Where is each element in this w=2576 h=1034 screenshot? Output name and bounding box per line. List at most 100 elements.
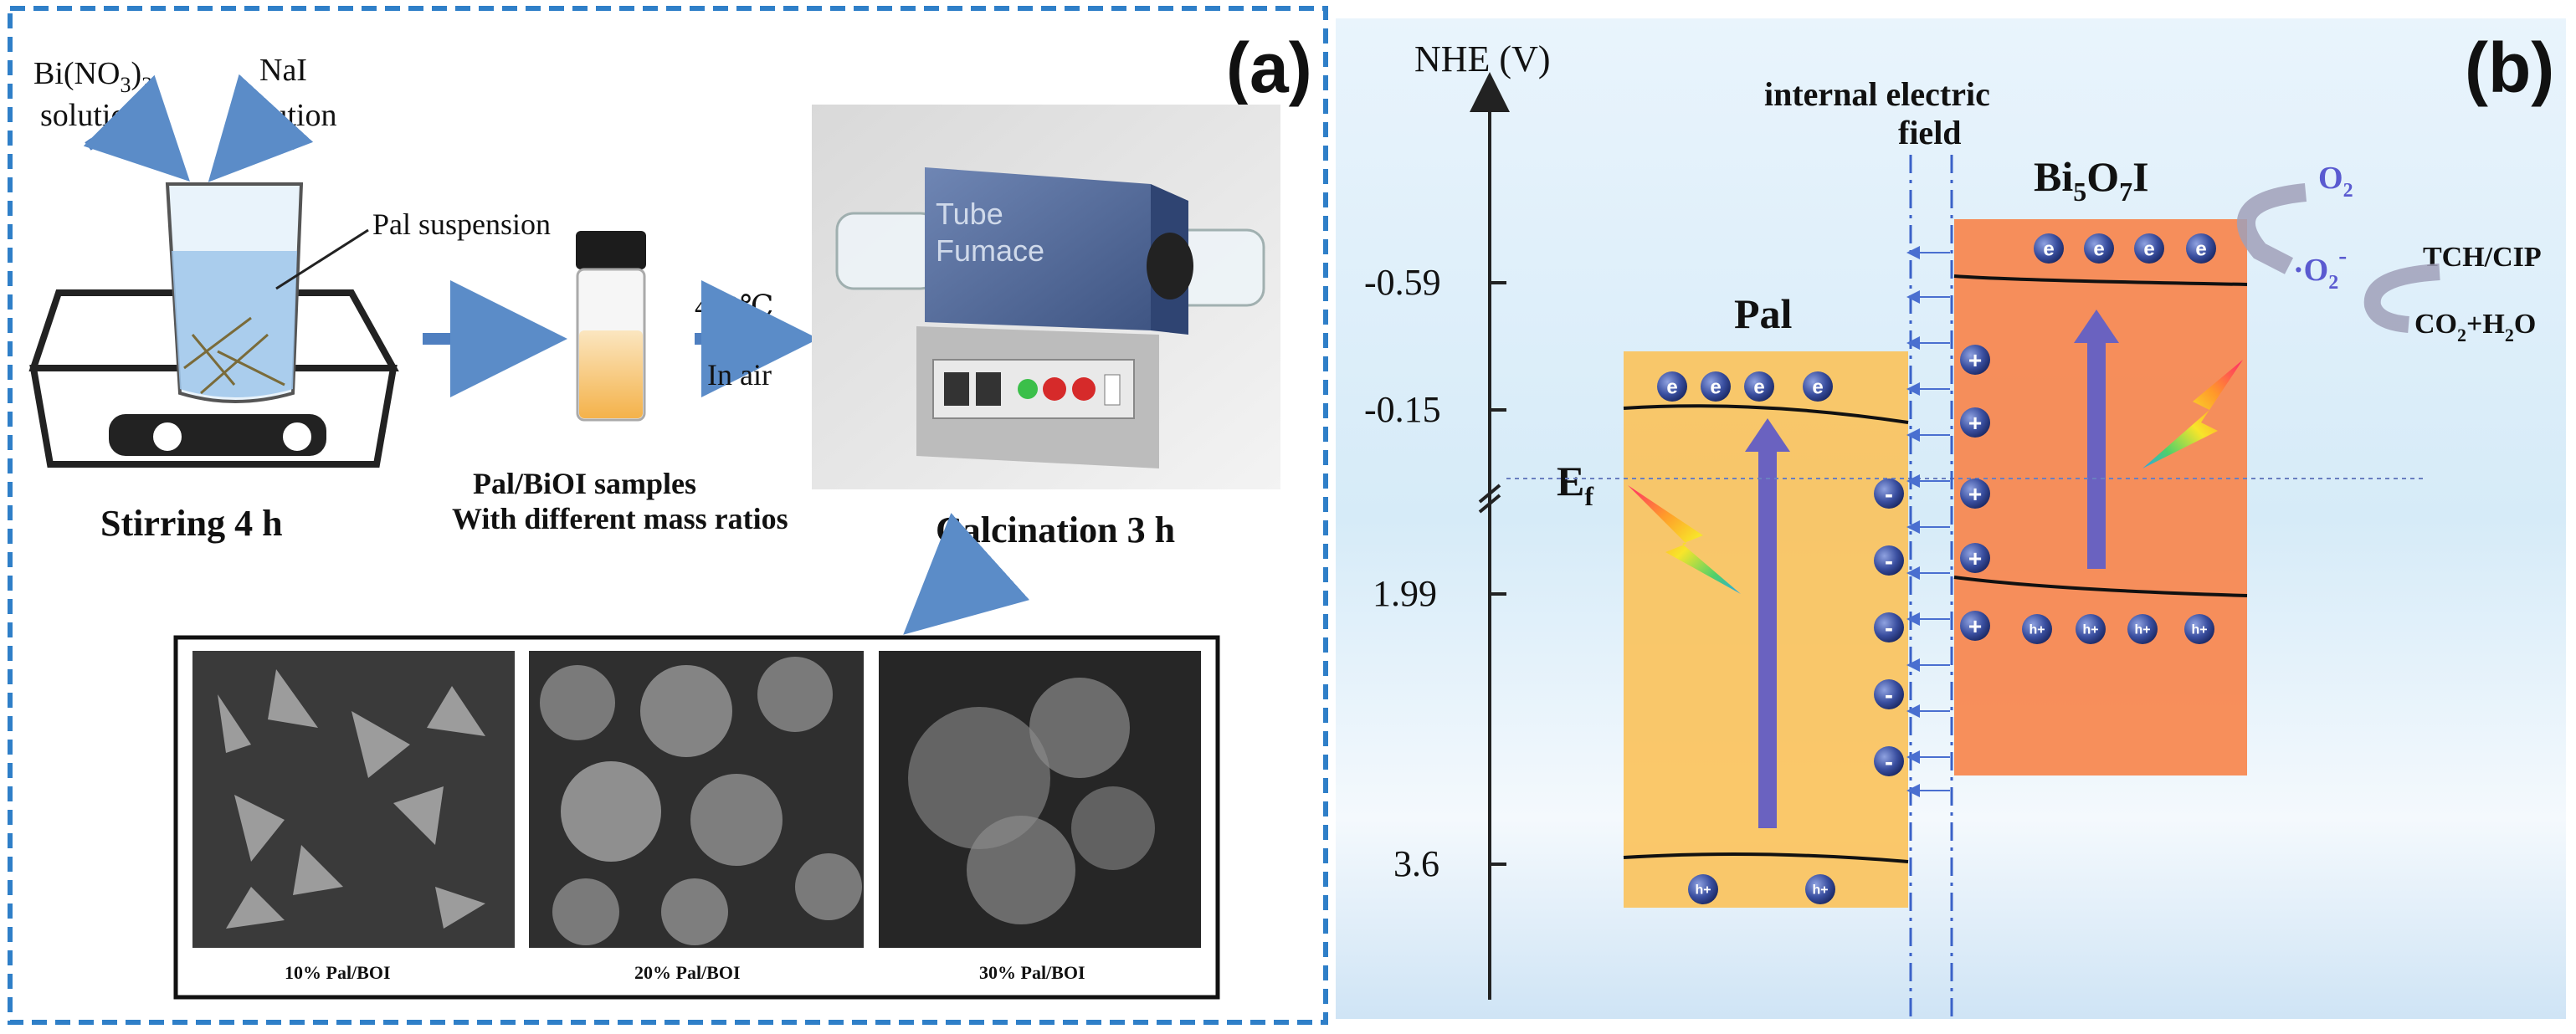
field-label-line2: field [1898,114,1962,151]
pal-label: Pal [1734,290,1793,337]
display-1-icon [944,372,969,406]
electron-label: e [1666,376,1677,398]
sem-label-30: 30% Pal/BOI [979,962,1085,983]
sample-vial-icon [576,231,646,422]
interface-negative [1874,679,1904,709]
electron [2186,233,2216,264]
knob-right-icon [278,417,316,456]
interface-positive-label: + [1968,613,1982,639]
samples-label-line2: With different mass ratios [452,502,788,535]
products-label: CO2+H2O [2414,309,2536,346]
electron-label: e [2195,238,2206,260]
interface-negative-label: - [1885,749,1893,776]
ef-label: Ef [1557,458,1593,511]
samples-label-line1: Pal/BiOI samples [473,467,696,500]
calcination-label: Calcination 3 h [936,509,1175,550]
electron-label: e [1812,376,1823,398]
hole [2076,614,2106,644]
sem-label-10: 10% Pal/BOI [285,962,391,983]
tch-cip-label: TCH/CIP [2423,242,2542,273]
green-button-icon [1018,379,1038,399]
beaker-fibers [183,316,285,395]
electron-label: e [1710,376,1721,398]
pour-arrow-right [208,74,314,182]
panel-b: (b) NHE (V) -0.59 -0.15 1.99 3.6 Ef Pal … [1336,18,2566,1021]
electron [2134,233,2164,264]
sem-label-20: 20% Pal/BOI [634,962,741,983]
degradation-arrow [2363,264,2440,333]
furnace-port [1147,233,1193,299]
bi-nitrate-label: Bi(NO3)3 [33,56,152,97]
tick-label-3: 3.6 [1393,843,1439,884]
nai-label: NaI [259,53,307,88]
knob-left-icon [148,417,187,456]
bi-label: Bi5O7I [2034,153,2149,207]
light-icon-right [2142,360,2243,468]
o2-label: O2 [2318,161,2353,202]
bi-excitation-head [2074,310,2119,343]
sem-image-20 [529,651,864,948]
interface-positive-label: + [1968,545,1982,571]
stirring-setup: Pal suspension Stirring 4 h [28,182,551,544]
interface-negative-label: - [1885,682,1893,709]
hole-label: h+ [2029,623,2045,637]
superoxide-label: ·O2- [2293,242,2347,294]
furnace-tube-left [835,212,939,290]
interface-negative-label: - [1885,548,1893,576]
electron [1803,371,1833,402]
interface-negative [1874,746,1904,776]
electron [1657,371,1687,402]
hole [2127,614,2158,644]
interface-positive-label: + [1968,410,1982,436]
interface-positive [1960,407,1990,438]
panel-b-label: (b) [2465,28,2554,107]
bi-solution-label: solution [40,98,142,133]
hole [2022,614,2052,644]
interface-positive [1960,611,1990,641]
panel-a: (a) Bi(NO3)3 solution NaI solution Pal s… [8,6,1328,1025]
pal-cb-edge [1623,404,1909,424]
sem-panel: 10% Pal/BOI 20% Pal/BOI 30% Pal/BOI [173,635,1220,1000]
field-label-line1: internal electric [1764,75,1990,113]
flow-arrow-3 [903,513,1030,635]
electron-label: e [1753,376,1764,398]
electron [2034,233,2064,264]
hole [1688,874,1718,904]
pal-suspension-leader [275,228,369,290]
electron [1744,371,1774,402]
tube-furnace-icon: Tube Fumace [812,105,1280,489]
electron-label: e [2093,238,2104,260]
pal-suspension-label: Pal suspension [372,207,551,241]
interface-negative [1874,479,1904,509]
furnace-label-line2: Fumace [936,233,1044,268]
beaker-liquid [172,251,297,397]
electron-label: e [2143,238,2154,260]
furnace-label-line1: Tube [936,197,1003,231]
hole-label: h+ [2082,623,2098,637]
o2-reduction-arrow [2236,183,2307,274]
panel-a-label: (a) [1226,28,1312,107]
interface-negative-label: - [1885,615,1893,642]
bi-cb-edge [1953,274,2248,286]
hole-label: h+ [1812,883,1828,898]
electron-label: e [2043,238,2054,260]
pal-excitation-head [1745,418,1790,452]
temperature-label: 450℃ [695,289,773,323]
light-icon-left [1628,485,1741,594]
electron [1701,371,1731,402]
display-2-icon [976,372,1001,406]
field-arrows [1906,246,1950,797]
hole-label: h+ [2134,623,2150,637]
pour-arrow-left [83,74,190,182]
sem-image-30 [879,651,1201,948]
stirring-label: Stirring 4 h [100,503,283,544]
interface-positive [1960,543,1990,573]
sem-image-10 [192,651,515,948]
interface-positive-label: + [1968,481,1982,507]
hole [2184,614,2214,644]
hole-label: h+ [2191,623,2207,637]
vial-liquid [579,330,643,418]
interface-negative-label: - [1885,481,1893,509]
